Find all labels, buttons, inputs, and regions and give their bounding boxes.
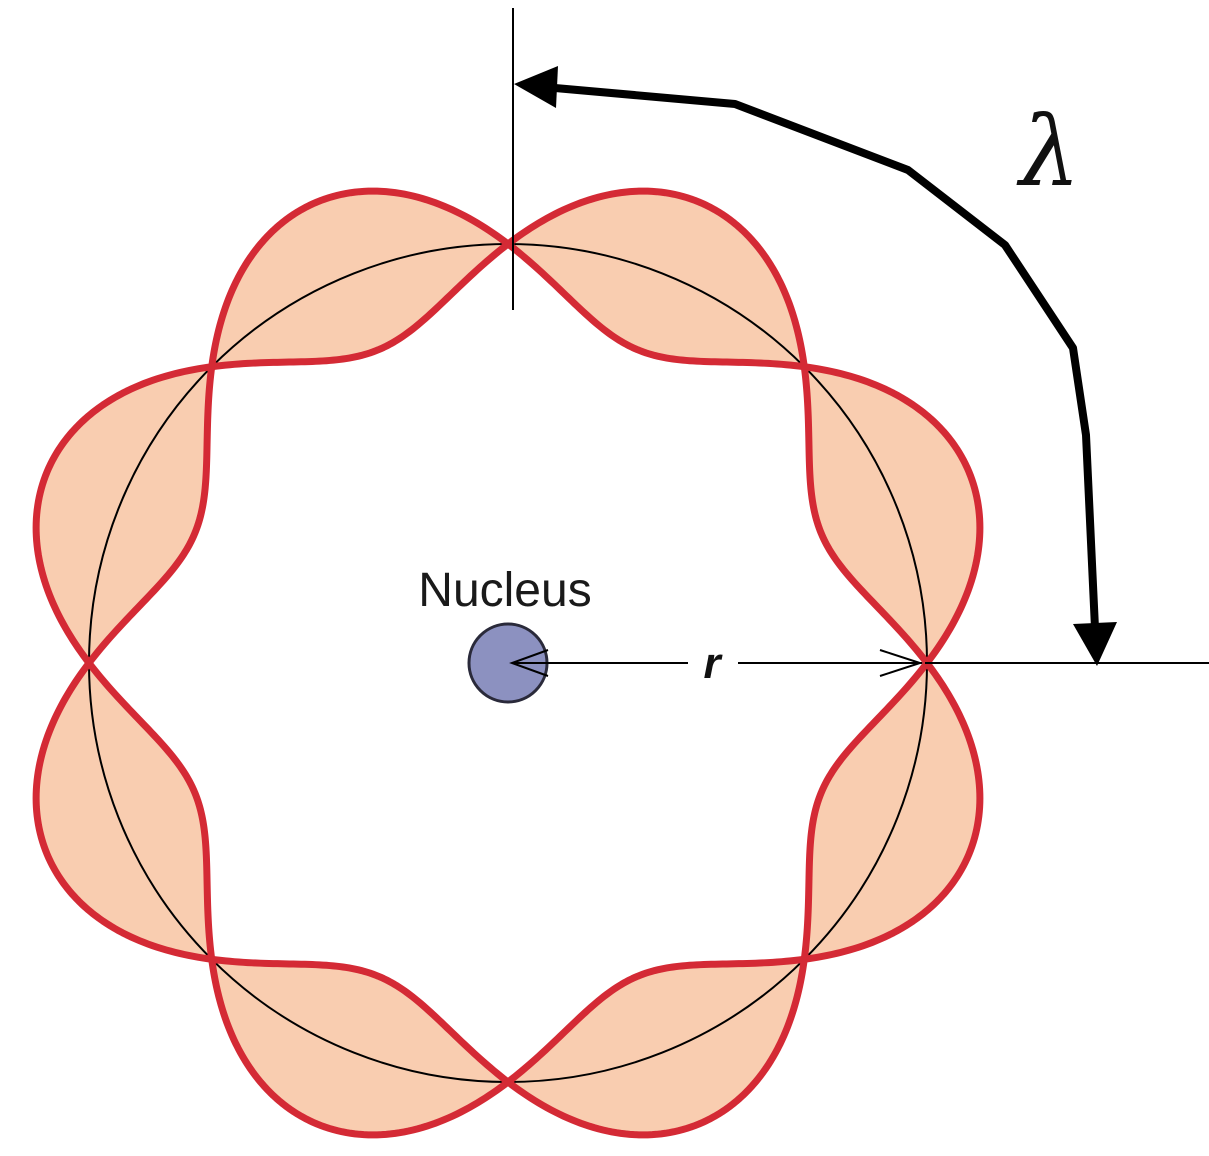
nucleus-label: Nucleus [418, 564, 591, 617]
double-arrow-icon [509, 649, 924, 677]
wavelength-label: λ [1016, 96, 1081, 208]
standing-wave-curve-mirror [32, 187, 984, 1139]
curved-arrow-icon [514, 66, 1117, 666]
radius-label: r [703, 639, 723, 688]
